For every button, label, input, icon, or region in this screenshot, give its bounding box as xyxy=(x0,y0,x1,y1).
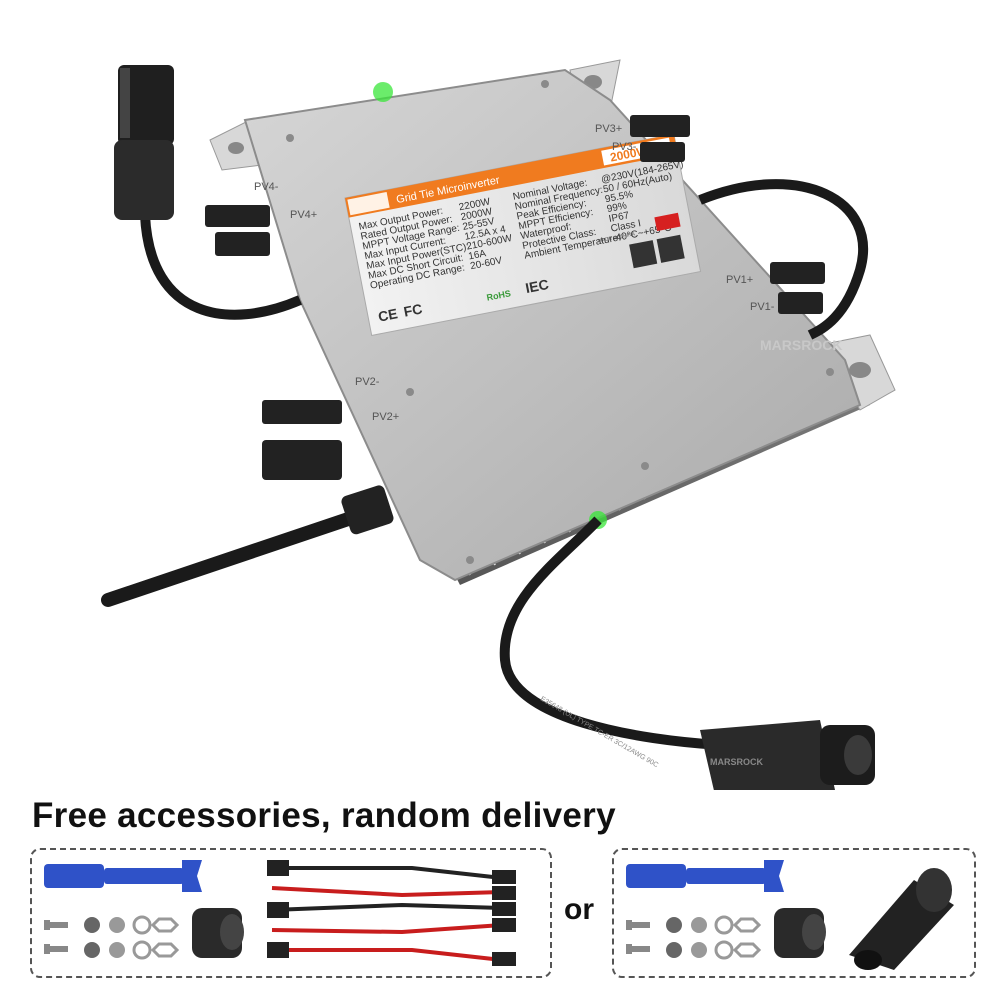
port-label-pv4-plus: PV4+ xyxy=(290,209,317,221)
port-label-pv1-plus: PV1+ xyxy=(726,274,753,286)
spanner-tool-icon xyxy=(44,860,202,892)
washers-icon xyxy=(666,915,734,960)
screws-icon xyxy=(44,920,68,954)
connector-pv1 xyxy=(770,262,825,314)
dc-cable-left xyxy=(140,214,302,320)
accessories-headline: Free accessories, random delivery xyxy=(32,796,616,835)
spec-right-value-2: 95.5% xyxy=(604,189,634,205)
end-cap-icon xyxy=(192,908,244,958)
ac-connector-logo: MARSROCK xyxy=(710,757,763,767)
nuts-icon xyxy=(150,917,180,958)
connector-pv2 xyxy=(262,400,342,480)
product-image: Grid Tie Microinverter 2000W Max Output … xyxy=(101,59,896,790)
china-flag xyxy=(654,212,681,232)
ac-connector-icon xyxy=(849,868,954,970)
washers-icon xyxy=(84,915,152,960)
port-label-pv1-minus: PV1- xyxy=(750,301,775,313)
spec-right-value-4: IP67 xyxy=(608,210,631,225)
screws-icon xyxy=(626,920,650,954)
status-led-top xyxy=(373,82,393,102)
cert-fc: FC xyxy=(402,300,423,319)
option-b-items xyxy=(626,860,954,970)
certification-marks: CE FC RoHS IEC xyxy=(377,276,550,325)
antenna xyxy=(101,503,382,607)
option-a-items xyxy=(44,860,516,966)
or-separator: or xyxy=(564,893,594,926)
inverter-body xyxy=(243,68,862,582)
port-label-pv4-minus: PV4- xyxy=(254,181,279,193)
brand-logo xyxy=(347,191,390,216)
y-branch-cables-icon xyxy=(267,860,516,966)
qr-code-icon xyxy=(629,240,658,269)
spec-left-value-5: 16A xyxy=(467,248,487,262)
ac-connector: MARSROCK xyxy=(700,720,875,790)
cert-ce: CE xyxy=(377,305,399,324)
cert-rohs: RoHS xyxy=(486,288,512,302)
dc-cable-right xyxy=(698,179,869,340)
nuts-icon xyxy=(732,917,762,958)
connector-pv3 xyxy=(630,115,690,162)
connector-pv4 xyxy=(205,205,270,256)
spanner-tool-icon xyxy=(626,860,784,892)
port-label-pv2-minus: PV2- xyxy=(355,376,380,388)
mc4-connector-top xyxy=(114,65,174,220)
port-label-pv3-plus: PV3+ xyxy=(595,123,622,135)
ac-cable xyxy=(499,516,721,750)
watermark: MARSROCK xyxy=(760,337,842,353)
accessories-option-b xyxy=(612,848,976,978)
end-cap-icon xyxy=(774,908,826,958)
accessories-option-a xyxy=(30,848,552,978)
spec-label: Grid Tie Microinverter 2000W Max Output … xyxy=(344,133,702,337)
cert-iec: IEC xyxy=(524,276,550,296)
spec-right-value-3: 99% xyxy=(606,200,628,215)
qr-code-icon-2 xyxy=(656,234,685,263)
port-label-pv2-plus: PV2+ xyxy=(372,411,399,423)
port-label-pv3-minus: PV3- xyxy=(612,141,637,153)
